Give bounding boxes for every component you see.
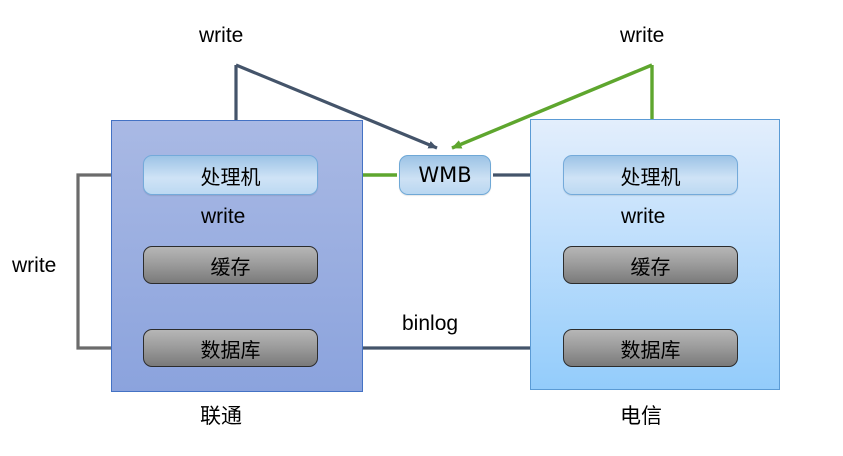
edge-label-write-top-left: write: [199, 24, 244, 47]
edge-label-binlog: binlog: [402, 312, 459, 335]
edge-label-write-right-inner: write: [621, 205, 666, 228]
node-wmb[interactable]: WMB: [399, 155, 491, 195]
edge-label-write-far-left: write: [12, 254, 57, 277]
node-cache-right[interactable]: 缓存: [563, 246, 738, 284]
node-processor-left[interactable]: 处理机: [143, 155, 318, 195]
panel-label-right: 电信: [620, 404, 662, 428]
node-database-left[interactable]: 数据库: [143, 329, 318, 367]
panel-label-left: 联通: [200, 404, 242, 428]
edge-label-write-left-inner: write: [201, 205, 246, 228]
edge-write-left-to-wmb: [235, 63, 438, 150]
edge-proc-left-to-db-elbow: [76, 173, 141, 352]
edge-write-right-to-wmb: [451, 63, 653, 150]
node-cache-left[interactable]: 缓存: [143, 246, 318, 284]
node-database-right[interactable]: 数据库: [563, 329, 738, 367]
edge-label-write-top-right: write: [620, 24, 665, 47]
node-processor-right[interactable]: 处理机: [563, 155, 738, 195]
